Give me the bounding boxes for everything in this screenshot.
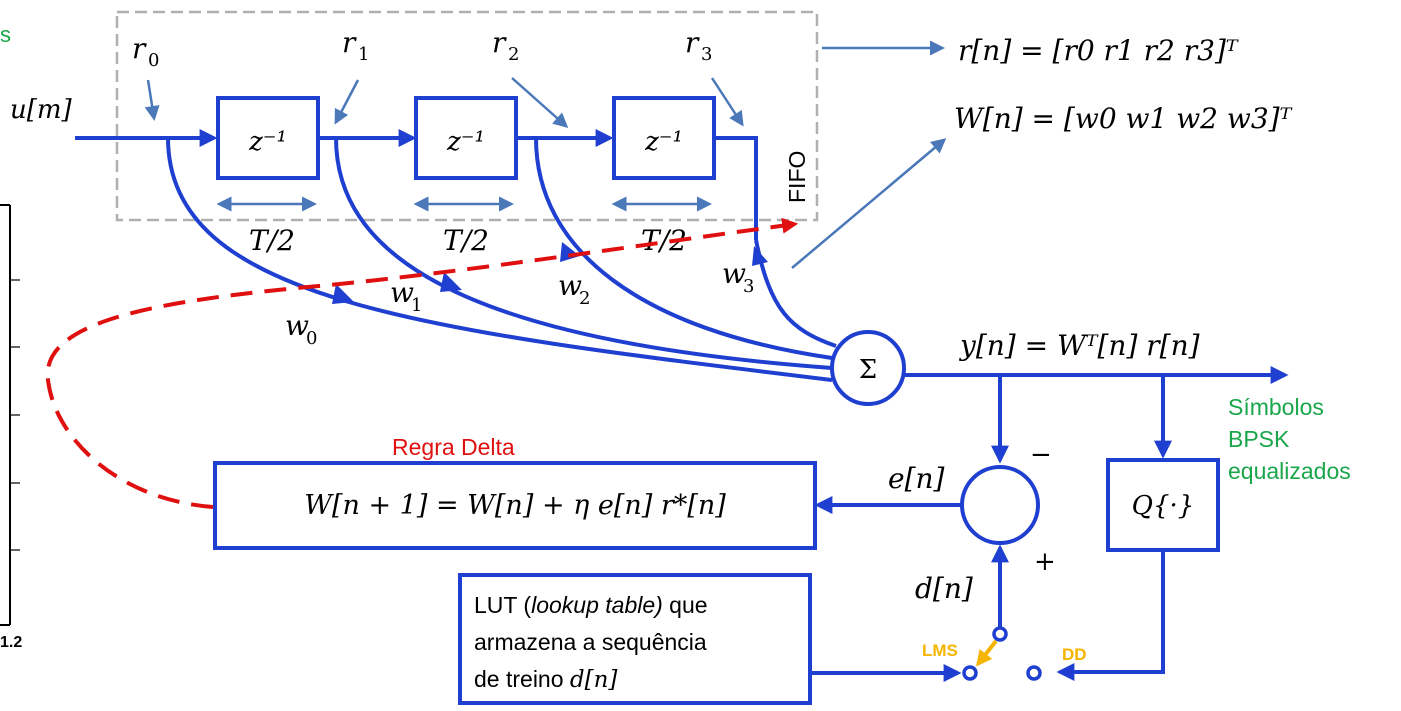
switch-dd-label: DD (1062, 645, 1087, 664)
corner-text: s (0, 22, 11, 47)
delay-label-1: z⁻¹ (248, 127, 287, 157)
tap-w0-sub: 0 (306, 328, 317, 349)
subtractor-node (960, 465, 1040, 545)
lut-line-3-prefix: de treino (474, 666, 570, 692)
tap-w3-label: w (722, 257, 746, 290)
tap-w0-label: w (285, 309, 309, 342)
tap-w1-sub: 1 (411, 295, 422, 316)
output-label-1: Símbolos (1228, 394, 1324, 420)
lut-line-3: de treino d[n] (474, 661, 796, 699)
tap-r1: r 1 (334, 26, 369, 125)
spacing-label-1: T/2 (249, 224, 295, 257)
delay-block-1: z⁻¹ (216, 96, 320, 180)
tap-r2-sub: 2 (508, 44, 519, 65)
quantizer-block (1106, 458, 1220, 552)
tap-r0-sub: 0 (148, 50, 159, 71)
error-label: e[n] (888, 462, 945, 495)
switch-lms-label: LMS (922, 641, 958, 660)
quantizer-label: Q{·} (1132, 491, 1195, 521)
tap-w2-sub: 2 (579, 288, 590, 309)
tap-w2-label: w (558, 269, 582, 302)
fifo-label: FIFO (784, 151, 810, 203)
lut-line-1-italic: lookup table) (531, 592, 663, 618)
tap-r1-sub: 1 (358, 44, 369, 65)
lut-line-3-math: d[n] (569, 667, 618, 693)
tap-w1-label: w (390, 276, 414, 309)
tap-r1-label: r (342, 26, 357, 59)
switch-lms-contact (962, 665, 978, 681)
tap-r0-label: r (132, 32, 147, 65)
plus-sign: + (1034, 547, 1056, 577)
lut-line-1: LUT (lookup table) que (474, 587, 796, 624)
lut-line-1-prefix: LUT ( (474, 592, 532, 618)
output-label-3: equalizados (1228, 458, 1351, 484)
tap-arrowheads (332, 242, 768, 304)
output-equation: y[n] = Wᵀ[n] r[n] (958, 329, 1200, 362)
lut-line-1-suffix: que (662, 592, 708, 618)
w-vector-equation: W[n] = [w0 w1 w2 w3]ᵀ (954, 102, 1293, 135)
side-tick-label: 1.2 (0, 634, 22, 651)
desired-label: d[n] (915, 572, 973, 605)
minus-sign: − (1030, 440, 1052, 470)
switch-dd-contact (1026, 665, 1042, 681)
output-label-2: BPSK (1228, 426, 1290, 452)
summer-node (830, 330, 906, 406)
delay-block-3: z⁻¹ (612, 96, 716, 180)
lut-block: LUT (lookup table) que armazena a sequên… (458, 573, 812, 705)
delta-rule-block (213, 461, 817, 550)
tap-w3-sub: 3 (743, 276, 754, 297)
left-partial-plot: 1.2 (0, 204, 22, 651)
weight-update-feedback (45, 217, 799, 509)
tap-r2: r 2 (492, 26, 569, 128)
r-vector-equation: r[n] = [r0 r1 r2 r3]ᵀ (958, 34, 1239, 67)
w-vector-arrow (791, 138, 947, 269)
quantizer-to-dd (1056, 550, 1165, 681)
input-label: u[m] (10, 95, 73, 125)
tap-r2-label: r (492, 26, 507, 59)
delay-block-2: z⁻¹ (414, 96, 518, 180)
lut-line-2: armazena a sequência (474, 629, 707, 655)
tap-r0: r 0 (132, 32, 160, 121)
tap-r3: r 3 (685, 26, 744, 127)
spacing-label-2: T/2 (443, 224, 489, 257)
summer-symbol: Σ (859, 355, 877, 385)
tap-r3-sub: 3 (701, 44, 712, 65)
delta-rule-equation: W[n + 1] = W[n] + η e[n] r*[n] (304, 490, 726, 521)
switch-lever (976, 639, 998, 667)
fifo-dashed-box (115, 10, 819, 222)
tap-r3-label: r (685, 26, 700, 59)
delay-label-3: z⁻¹ (644, 127, 683, 157)
delta-rule-title: Regra Delta (392, 434, 515, 460)
switch-common (992, 626, 1008, 642)
delay-label-2: z⁻¹ (446, 127, 485, 157)
